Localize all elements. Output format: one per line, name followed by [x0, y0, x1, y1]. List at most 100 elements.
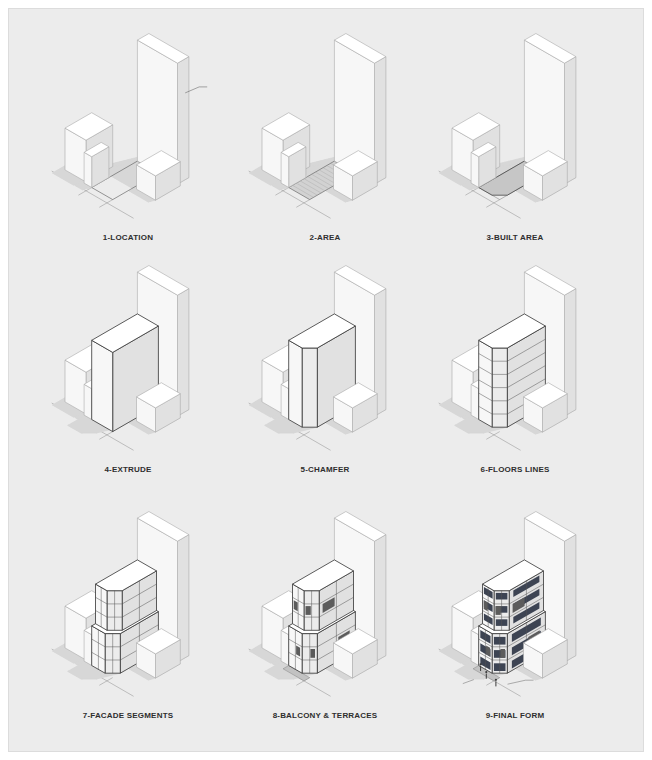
balcony-recess — [484, 600, 488, 611]
new-building-upper-face — [293, 584, 305, 630]
step-drawing — [249, 512, 386, 697]
floor-line — [507, 366, 545, 388]
floor-line — [479, 367, 492, 375]
facade-segment-line — [488, 587, 489, 627]
neighbour-block-face — [281, 152, 289, 187]
new-building-face — [302, 348, 317, 427]
plot-line — [99, 200, 112, 208]
floor-line — [507, 352, 545, 374]
floor-line — [492, 387, 507, 388]
step-label: 8-BALCONY & TERRACES — [225, 711, 425, 721]
facade-segment-line — [501, 591, 502, 631]
leader-line — [199, 86, 207, 87]
new-building-base-face — [105, 634, 120, 674]
plot-line — [296, 200, 309, 208]
balcony-recess — [486, 646, 490, 657]
balcony-recess — [294, 600, 298, 611]
neighbour-block-top — [137, 383, 181, 408]
step-label: 4-EXTRUDE — [28, 465, 228, 475]
new-building-base-face — [302, 634, 317, 674]
facade-segment-line — [499, 634, 500, 674]
step-label: 7-FACADE SEGMENTS — [28, 711, 228, 721]
volumes — [65, 34, 207, 201]
new-building-face — [492, 348, 507, 427]
facade-segment-line — [139, 581, 140, 621]
volumes — [65, 512, 189, 679]
neighbour-block-top — [65, 113, 113, 141]
person-figure — [485, 671, 487, 673]
neighbour-block-face — [84, 152, 92, 187]
neighbour-block-top — [452, 113, 500, 141]
facade-segment-line — [309, 634, 310, 674]
facade-segment-line — [112, 634, 113, 674]
neighbour-block-top — [334, 383, 378, 408]
volumes — [262, 512, 386, 679]
step-label: 2-AREA — [225, 233, 425, 243]
neighbour-block-face — [471, 630, 479, 665]
neighbour-block-face — [84, 384, 92, 419]
step-label: 6-FLOORS LINES — [415, 465, 615, 475]
step-drawing — [439, 34, 576, 219]
neighbour-tower-top — [524, 512, 576, 542]
step-drawing — [439, 512, 576, 697]
balcony-recess — [296, 646, 300, 657]
neighbour-tower-top — [137, 266, 189, 296]
facade-segment-line — [98, 630, 99, 670]
facade-segment-line — [295, 630, 296, 670]
new-building-face — [479, 340, 492, 427]
neighbour-tower-top — [524, 266, 576, 296]
new-building-base-face — [289, 626, 302, 673]
new-building-top — [92, 314, 159, 353]
site-hatch — [293, 185, 314, 197]
floor-line — [492, 414, 507, 415]
neighbour-tower-top — [334, 512, 386, 542]
neighbour-tower-top — [334, 266, 386, 296]
facade-segment-line — [298, 587, 299, 627]
step-drawing — [52, 266, 189, 451]
new-building-upper-face — [304, 591, 319, 631]
neighbour-block-face — [471, 384, 479, 419]
volumes — [262, 34, 386, 201]
leader-line — [185, 87, 199, 93]
floor-line — [479, 380, 492, 388]
person-figure — [480, 666, 481, 671]
neighbour-block-top — [471, 142, 496, 156]
floor-line — [492, 361, 507, 362]
step-label: 9-FINAL FORM — [415, 711, 615, 721]
neighbour-block-top — [524, 151, 568, 176]
person-figure — [480, 663, 482, 665]
person-figure — [495, 681, 496, 686]
new-building-upper-face — [107, 591, 122, 631]
new-building-face — [289, 340, 302, 427]
plot-line — [99, 678, 112, 686]
neighbour-block-top — [262, 113, 310, 141]
plot-line — [99, 432, 112, 440]
new-building-base-face — [492, 634, 507, 674]
neighbour-block-top — [524, 383, 568, 408]
new-building-upper-face — [483, 584, 495, 630]
step-drawing — [249, 34, 386, 219]
facade-segment-line — [114, 591, 115, 631]
step-label: 1-LOCATION — [28, 233, 228, 243]
facade-segment-line — [526, 581, 527, 621]
balcony-recess — [310, 649, 315, 658]
balcony-recess — [323, 597, 335, 613]
person-figure — [495, 679, 497, 681]
leader-line — [508, 680, 526, 684]
floor-line — [479, 393, 492, 401]
facade-segment-line — [311, 591, 312, 631]
step-drawing — [52, 512, 189, 697]
floor-line — [507, 339, 545, 361]
balcony-recess — [306, 606, 311, 615]
neighbour-block-top — [137, 151, 181, 176]
new-building-base-face — [479, 626, 492, 673]
floor-line — [479, 354, 492, 362]
balcony-recess — [513, 597, 525, 613]
neighbour-block-face — [281, 630, 289, 665]
floor-line — [492, 400, 507, 401]
floor-line — [479, 406, 492, 414]
step-label: 5-CHAMFER — [225, 465, 425, 475]
new-building-upper-face — [494, 591, 509, 631]
plot-line — [296, 432, 309, 440]
